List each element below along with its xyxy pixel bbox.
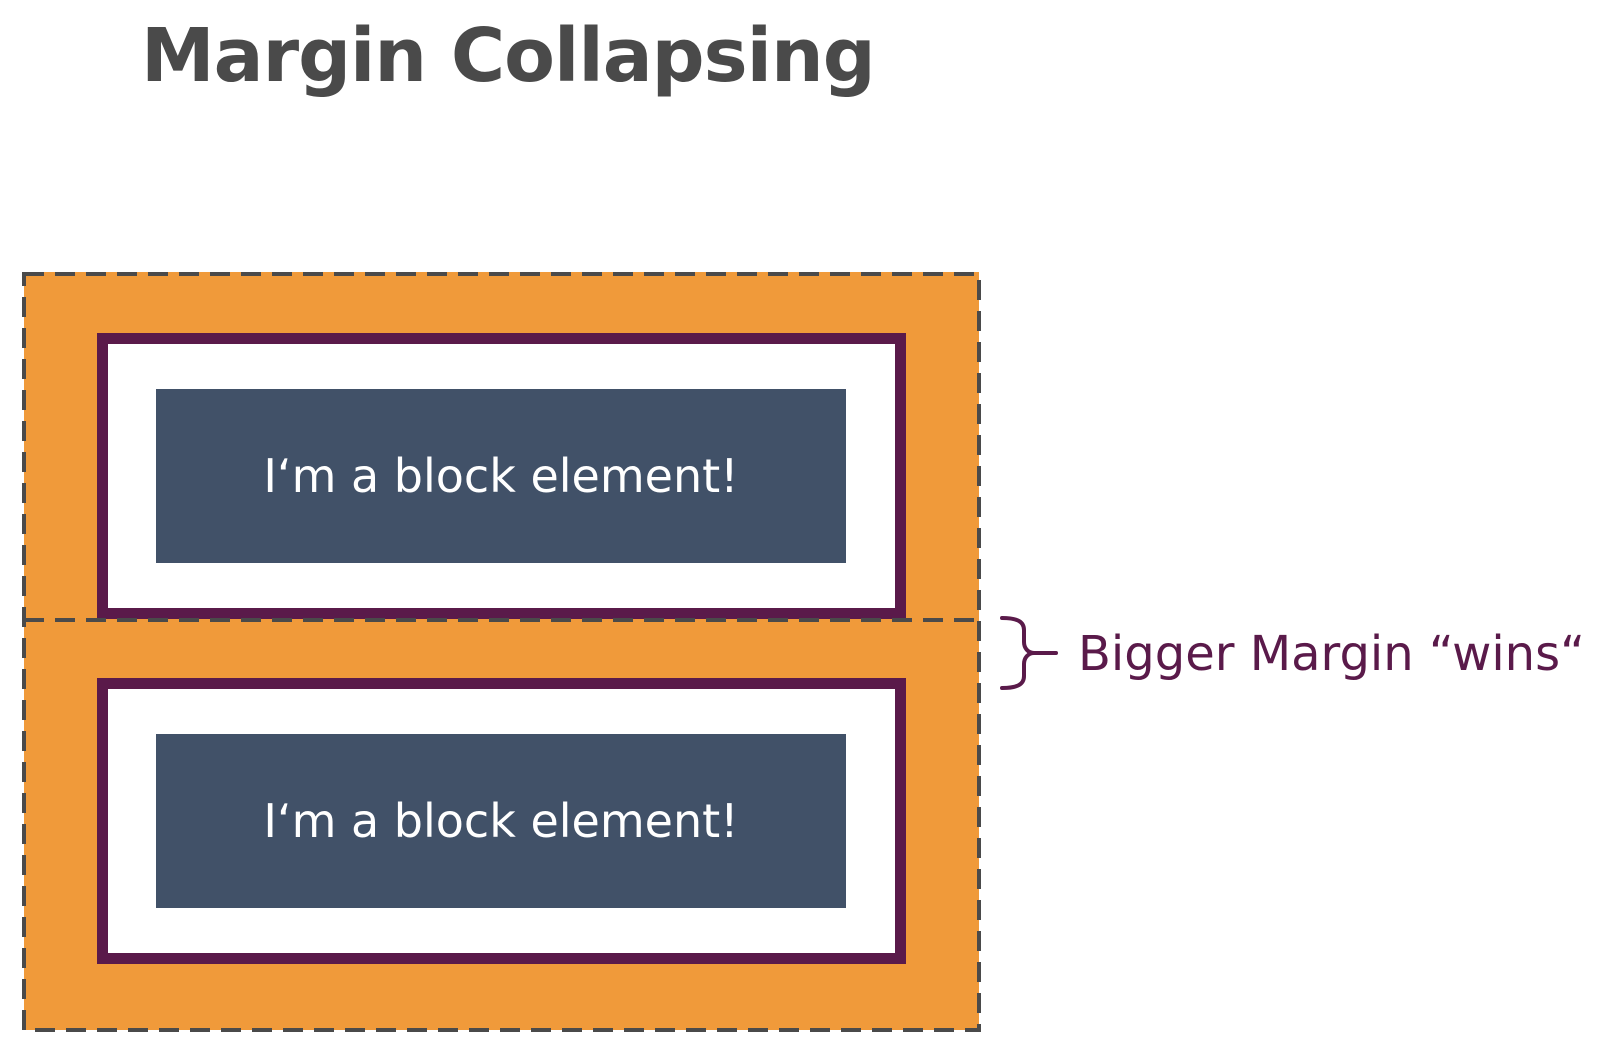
curly-brace-icon (1000, 616, 1058, 690)
bottom-block-element: I‘m a block element! (97, 678, 906, 964)
bottom-block-content: I‘m a block element! (156, 734, 846, 908)
annotation-label: Bigger Margin “wins“ (1078, 626, 1585, 682)
top-block-element: I‘m a block element! (97, 333, 906, 619)
top-block-content: I‘m a block element! (156, 389, 846, 563)
page-title: Margin Collapsing (141, 13, 876, 99)
